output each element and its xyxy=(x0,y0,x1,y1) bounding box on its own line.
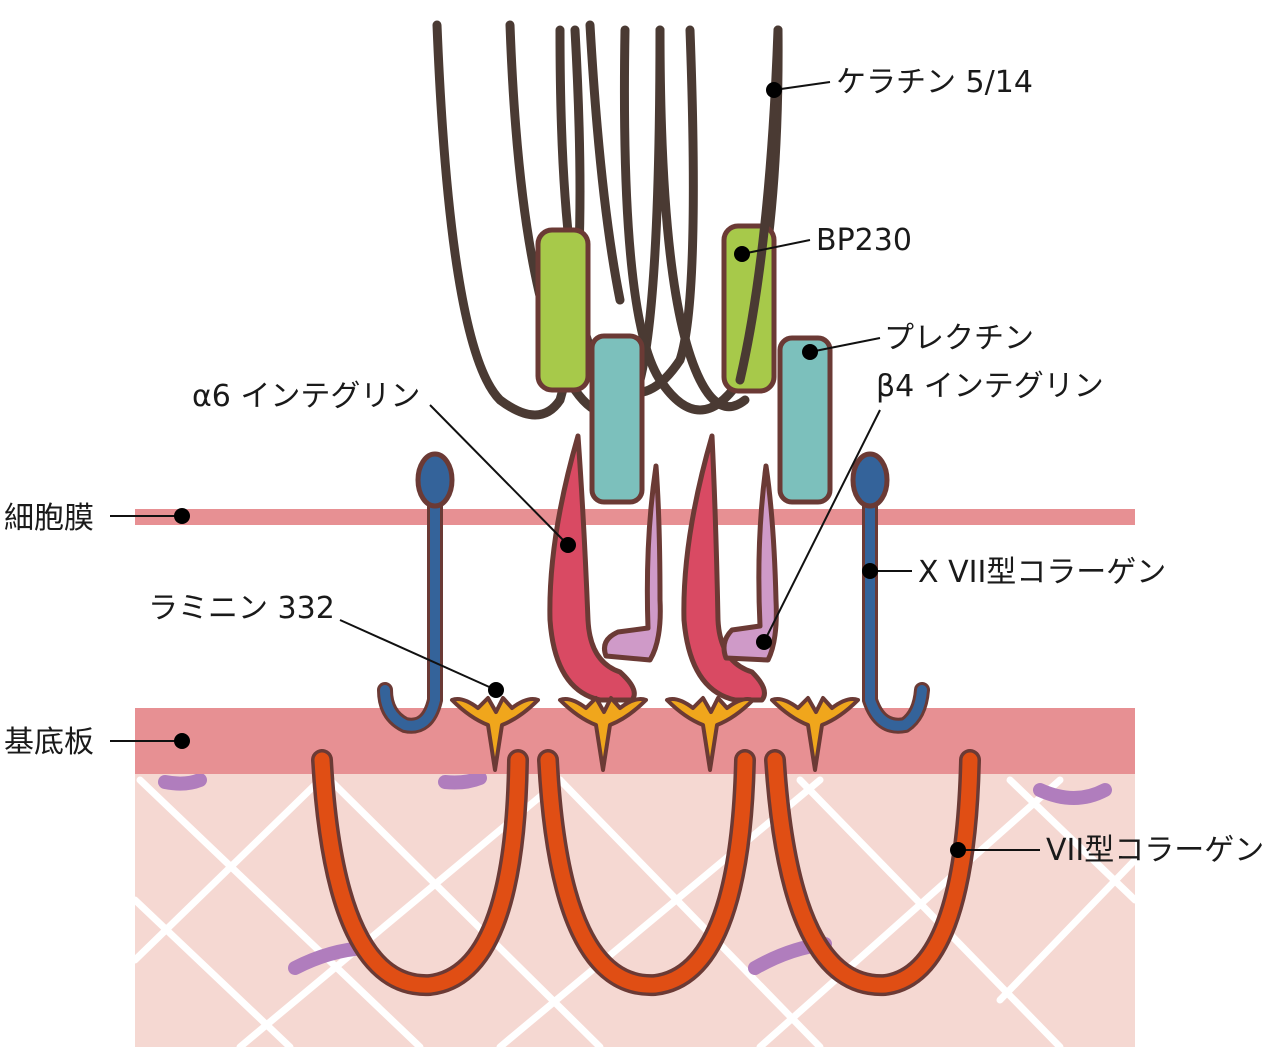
label-laminin-332: ラミニン 332 xyxy=(148,591,335,626)
leader-lines xyxy=(110,81,1040,851)
pointer-dots xyxy=(174,82,966,858)
laminin-332 xyxy=(450,696,860,772)
label-alpha6-integrin: α6 インテグリン xyxy=(192,379,420,414)
label-collagen-vii: VII型コラーゲン xyxy=(1046,833,1264,868)
label-beta4-integrin: β4 インテグリン xyxy=(876,369,1104,404)
label-plectin: プレクチン xyxy=(884,321,1034,356)
dermis-region xyxy=(131,771,1139,1047)
beta4-integrin xyxy=(602,463,779,663)
label-keratin: ケラチン 5/14 xyxy=(836,65,1033,100)
cell-membrane-band xyxy=(135,509,1135,525)
label-basal-lamina: 基底板 xyxy=(4,725,94,760)
plectin-proteins xyxy=(589,333,833,505)
collagen-xvii xyxy=(377,451,930,734)
bp230-proteins xyxy=(535,223,777,394)
label-cell-membrane: 細胞膜 xyxy=(4,501,94,536)
label-bp230: BP230 xyxy=(816,223,912,258)
label-collagen-xvii: X VII型コラーゲン xyxy=(918,555,1166,590)
collagen-vii xyxy=(311,749,981,997)
alpha6-integrin xyxy=(547,433,767,703)
basal-lamina-band xyxy=(135,708,1135,774)
